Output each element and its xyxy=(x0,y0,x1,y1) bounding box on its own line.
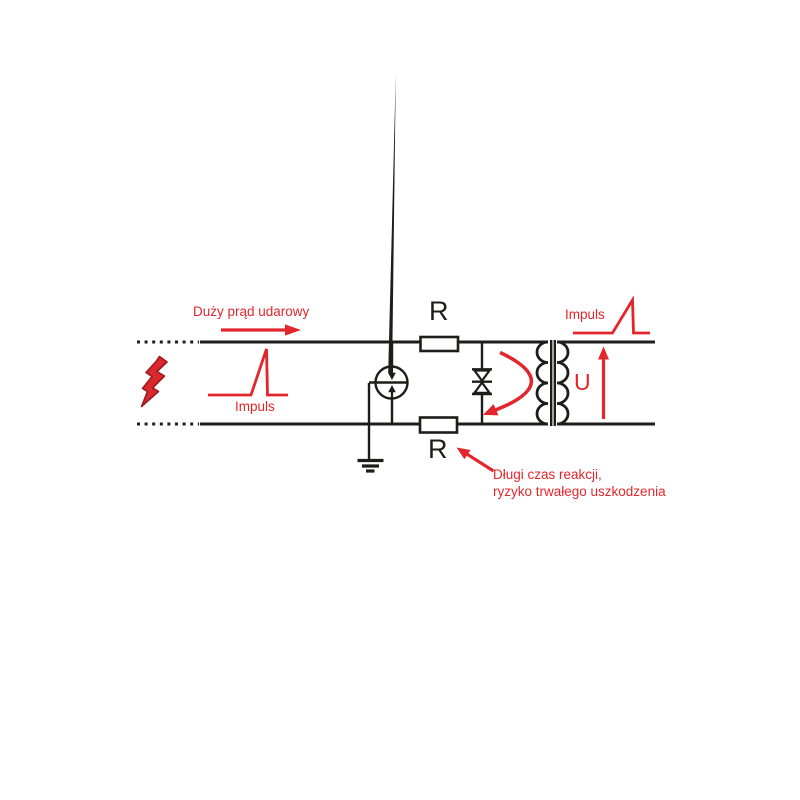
resistor-top-label: R xyxy=(429,296,449,326)
impulse-input-label: Impuls xyxy=(235,399,275,414)
voltage-label: U xyxy=(574,369,591,395)
impulse-waveform-input-icon xyxy=(208,348,288,397)
warning-label-line1: Długi czas reakcji, xyxy=(493,467,602,482)
transformer-icon xyxy=(535,340,570,426)
warning-arrow-icon xyxy=(456,447,495,473)
gas-discharge-tube-icon xyxy=(369,72,409,424)
tvs-diode-icon xyxy=(472,342,492,424)
resistor-top xyxy=(419,335,460,353)
surge-current-label: Duży prąd udarowy xyxy=(193,304,310,319)
ground-icon xyxy=(357,383,384,473)
resistor-bottom xyxy=(418,416,459,434)
voltage-arrow-icon xyxy=(598,346,609,419)
resistor-bottom-label: R xyxy=(428,434,448,464)
impulse-waveform-output-icon xyxy=(573,295,650,335)
warning-label-line2: ryzyko trwałego uszkodzenia xyxy=(493,483,666,499)
impulse-output-label: Impuls xyxy=(565,307,605,322)
surge-direction-arrow-icon xyxy=(221,324,301,336)
lightning-bolt-icon xyxy=(140,355,168,408)
energy-transfer-arrow-icon xyxy=(482,350,534,416)
